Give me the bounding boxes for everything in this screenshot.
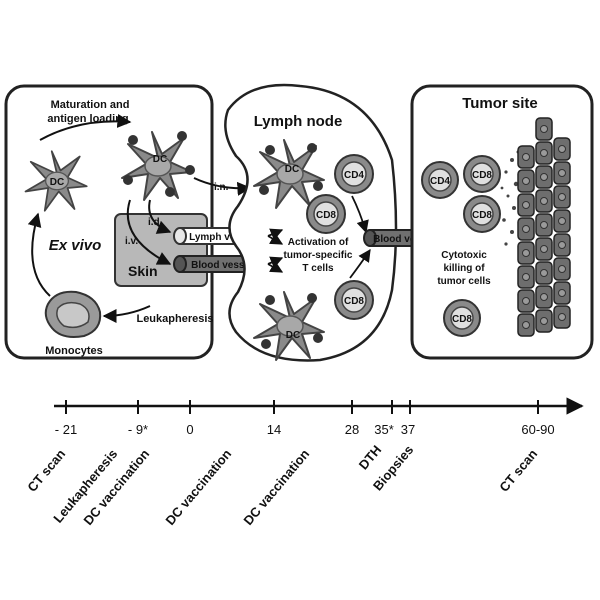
timeline-day-label: - 21 xyxy=(55,422,77,437)
tumor-cd8-cell-c: CD8 xyxy=(443,299,481,337)
lymph-dc-top: DC xyxy=(253,139,325,209)
tumor-cell-nucleus xyxy=(558,313,566,321)
cytotoxic-label-1: Cytotoxic xyxy=(441,250,487,261)
tumor-cell-nucleus xyxy=(558,289,566,297)
dc-label: DC xyxy=(50,177,64,188)
cd4-label: CD4 xyxy=(344,170,364,181)
blood-vessel-label: Blood vessel xyxy=(191,260,253,271)
maturation-arrow xyxy=(39,114,132,141)
mature-dc-cell: DC xyxy=(121,131,195,201)
maturation-label: Maturation and xyxy=(51,99,130,111)
monocyte-cell xyxy=(44,290,102,338)
tumor-site-panel: Tumor site CD4 CD8 CD8 CD8 Cytotoxic kil… xyxy=(410,84,594,360)
tumor-cd8-cell-a: CD8 xyxy=(463,155,501,193)
tumor-cell-nucleus xyxy=(558,265,566,273)
tumor-cell-nucleus xyxy=(540,293,548,301)
cd4-label: CD4 xyxy=(430,176,450,187)
dc-label: DC xyxy=(285,164,299,175)
timeline-day-label: 0 xyxy=(186,422,193,437)
tumor-cell-nucleus xyxy=(540,125,548,133)
tumor-cd8-cell-b: CD8 xyxy=(463,195,501,233)
lymph-to-node-arrow-2 xyxy=(267,232,284,245)
tumor-cell-nucleus xyxy=(540,173,548,181)
timeline-event-label: CT scan xyxy=(496,446,540,494)
cd8-cell-a: CD8 xyxy=(306,194,346,234)
monocyte-to-dc-arrow xyxy=(27,212,51,297)
timeline-event-label: CT scan xyxy=(24,446,68,494)
cd8-label: CD8 xyxy=(472,210,492,221)
blood-to-node-arrow-2 xyxy=(267,260,284,273)
tumor-site-title: Tumor site xyxy=(462,95,538,112)
cd4-cell: CD4 xyxy=(334,154,374,194)
tumor-cell-nucleus xyxy=(558,193,566,201)
timeline-event-label: DC vaccination xyxy=(240,446,312,528)
lymph-node-title: Lymph node xyxy=(254,113,343,130)
timeline-day-label: 37 xyxy=(401,422,415,437)
tumor-cell-nucleus xyxy=(540,245,548,253)
timeline-day-label: 35* xyxy=(374,422,394,437)
tumor-cell-nucleus xyxy=(558,145,566,153)
activation-label-3: T cells xyxy=(302,263,334,274)
id-arrow xyxy=(148,199,172,234)
tumor-cell-nucleus xyxy=(540,197,548,205)
timeline-event-label: DTH xyxy=(356,442,385,472)
tumor-cell-nucleus xyxy=(540,317,548,325)
cd4-to-cd8-arrow xyxy=(351,195,369,234)
tumor-cell-nucleus xyxy=(540,221,548,229)
tumor-cell-nucleus xyxy=(522,177,530,185)
cd8-label: CD8 xyxy=(452,314,472,325)
tumor-cell-nucleus xyxy=(522,225,530,233)
lymph-dc-bottom: DC xyxy=(253,291,325,361)
blood-vessel-label: Blood vessel xyxy=(373,234,435,245)
skin-label: Skin xyxy=(128,263,158,279)
cd8-label: CD8 xyxy=(344,296,364,307)
lymph-vessel-label: Lymph vessel xyxy=(189,232,255,243)
tumor-cell-nucleus xyxy=(558,217,566,225)
monocytes-label: Monocytes xyxy=(45,345,102,357)
cd8-cell-b: CD8 xyxy=(334,280,374,320)
tumor-cd4-cell: CD4 xyxy=(421,161,459,199)
tumor-cell-nucleus xyxy=(558,241,566,249)
tumor-cell-nucleus xyxy=(522,321,530,329)
activation-label-1: Activation of xyxy=(288,237,349,248)
timeline-day-label: 28 xyxy=(345,422,359,437)
cd8-label: CD8 xyxy=(472,170,492,181)
lymph-node-panel: Lymph node DC DC CD4 CD8 xyxy=(224,83,398,362)
timeline-day-label: 14 xyxy=(267,422,281,437)
timeline-day-label: - 9* xyxy=(128,422,148,437)
cd8-label: CD8 xyxy=(316,210,336,221)
tumor-cell-nucleus xyxy=(540,269,548,277)
leukapheresis-label: Leukapheresis xyxy=(136,313,213,325)
tumor-cell-nucleus xyxy=(558,169,566,177)
iv-route-label: i.v. xyxy=(125,236,138,247)
tumor-cell-nucleus xyxy=(522,201,530,209)
iv-arrow xyxy=(126,199,172,265)
tumor-cell-nucleus xyxy=(522,297,530,305)
in-arrow xyxy=(193,177,252,196)
activation-label-2: tumor-specific xyxy=(284,250,353,261)
ex-vivo-panel: Maturation and antigen loading DC DC Ex … xyxy=(4,84,267,360)
in-route-label: i.n. xyxy=(214,182,229,193)
tumor-cell-debris xyxy=(500,150,522,246)
leukapheresis-arrow xyxy=(102,305,151,323)
immature-dc-cell: DC xyxy=(24,150,88,212)
tumor-cell-nucleus xyxy=(540,149,548,157)
cytotoxic-label-3: tumor cells xyxy=(437,276,491,287)
dc-label: DC xyxy=(153,154,167,165)
tumor-cell-nucleus xyxy=(522,273,530,281)
tumor-cell-nucleus xyxy=(522,153,530,161)
ex-vivo-label: Ex vivo xyxy=(49,237,102,254)
timeline-day-label: 60-90 xyxy=(521,422,554,437)
tumor-cell-nucleus xyxy=(522,249,530,257)
dc-label: DC xyxy=(286,330,300,341)
cytotoxic-label-2: killing of xyxy=(443,263,485,274)
cd8-to-vessel-arrow xyxy=(349,248,371,279)
tumor-cell-columns xyxy=(517,117,571,337)
timeline-event-label: DC vaccination xyxy=(162,446,234,528)
